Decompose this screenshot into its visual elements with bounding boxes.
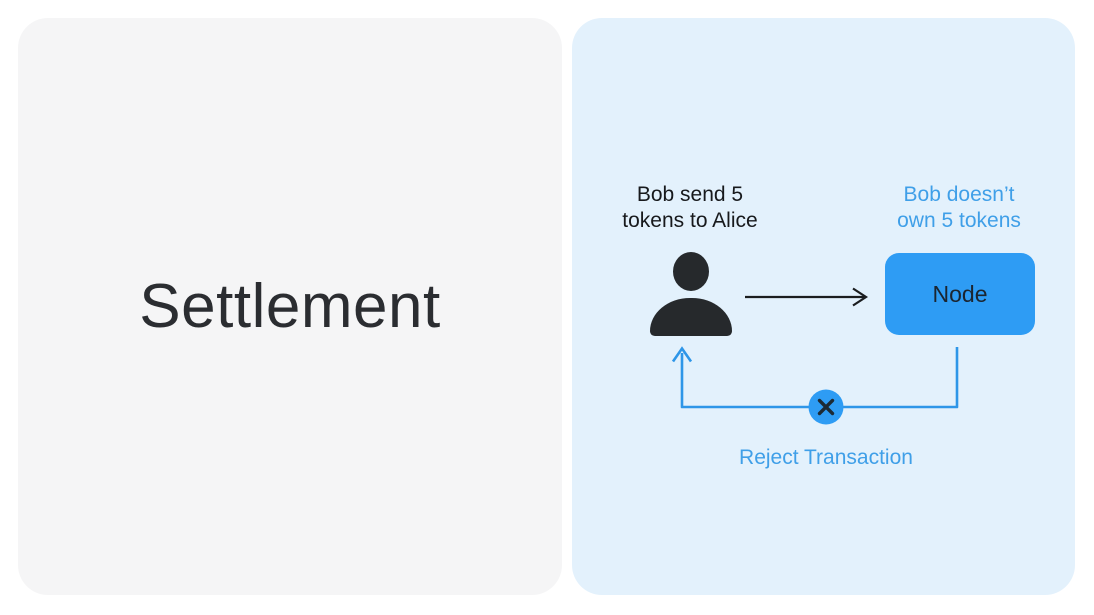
bob-send-tokens-label: Bob send 5 tokens to Alice (622, 183, 758, 232)
person-head-shape (673, 252, 709, 291)
node-label: Node (932, 280, 988, 307)
slide-title: Settlement (139, 272, 441, 341)
reject-loop-line (680, 347, 959, 409)
person-body-shape (650, 298, 732, 336)
reject-transaction-label: Reject Transaction (739, 446, 913, 469)
node-box: Node (885, 253, 1035, 335)
x-mark-icon (808, 389, 844, 425)
arrow-right-icon (745, 287, 869, 307)
arrow-up-icon (671, 346, 693, 363)
diagram-panel: Bob send 5 tokens to Alice Bob doesn’t o… (572, 18, 1075, 595)
settlement-slide-panel: Settlement (18, 18, 562, 595)
bob-doesnt-own-tokens-label: Bob doesn’t own 5 tokens (897, 183, 1021, 232)
person-icon (650, 252, 732, 336)
